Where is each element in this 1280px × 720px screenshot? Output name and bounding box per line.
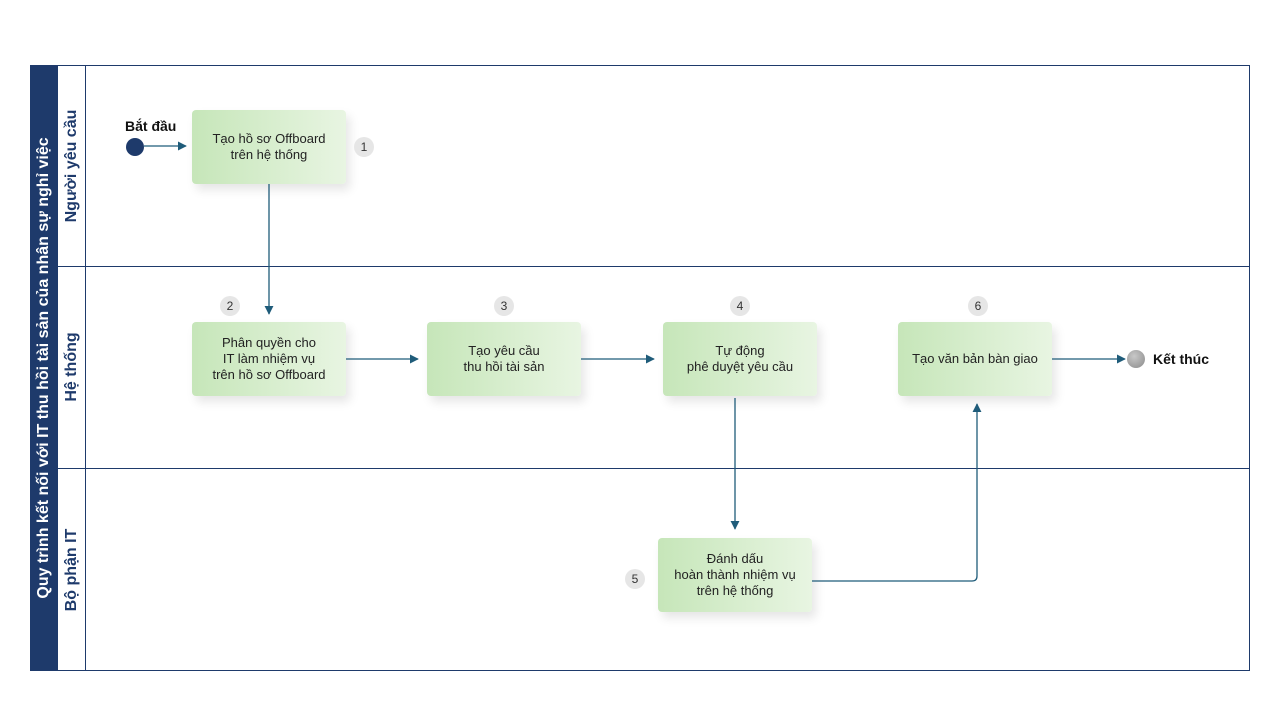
- step-2-box: Phân quyền cho IT làm nhiệm vụ trên hồ s…: [192, 322, 346, 396]
- lane-separator-1: [58, 266, 1250, 267]
- step-2-number: 2: [220, 296, 240, 316]
- step-4-box: Tự động phê duyệt yêu cầu: [663, 322, 817, 396]
- step-5-box: Đánh dấu hoàn thành nhiệm vụ trên hệ thố…: [658, 538, 812, 612]
- start-node: [126, 138, 144, 156]
- lane-label-column: [58, 65, 86, 671]
- arrow-step-5-to-step-6: [812, 403, 982, 582]
- step-5-number: 5: [625, 569, 645, 589]
- step-6-number: 6: [968, 296, 988, 316]
- title-bar: [30, 65, 58, 671]
- step-1-number: 1: [354, 137, 374, 157]
- step-4-number: 4: [730, 296, 750, 316]
- step-1-box: Tạo hồ sơ Offboard trên hệ thống: [192, 110, 346, 184]
- end-node: [1127, 350, 1145, 368]
- step-6-box: Tạo văn bản bàn giao: [898, 322, 1052, 396]
- step-3-box: Tạo yêu cầu thu hồi tài sản: [427, 322, 581, 396]
- step-3-number: 3: [494, 296, 514, 316]
- start-label: Bắt đầu: [125, 118, 177, 134]
- lane-separator-2: [58, 468, 1250, 469]
- end-label: Kết thúc: [1153, 351, 1209, 367]
